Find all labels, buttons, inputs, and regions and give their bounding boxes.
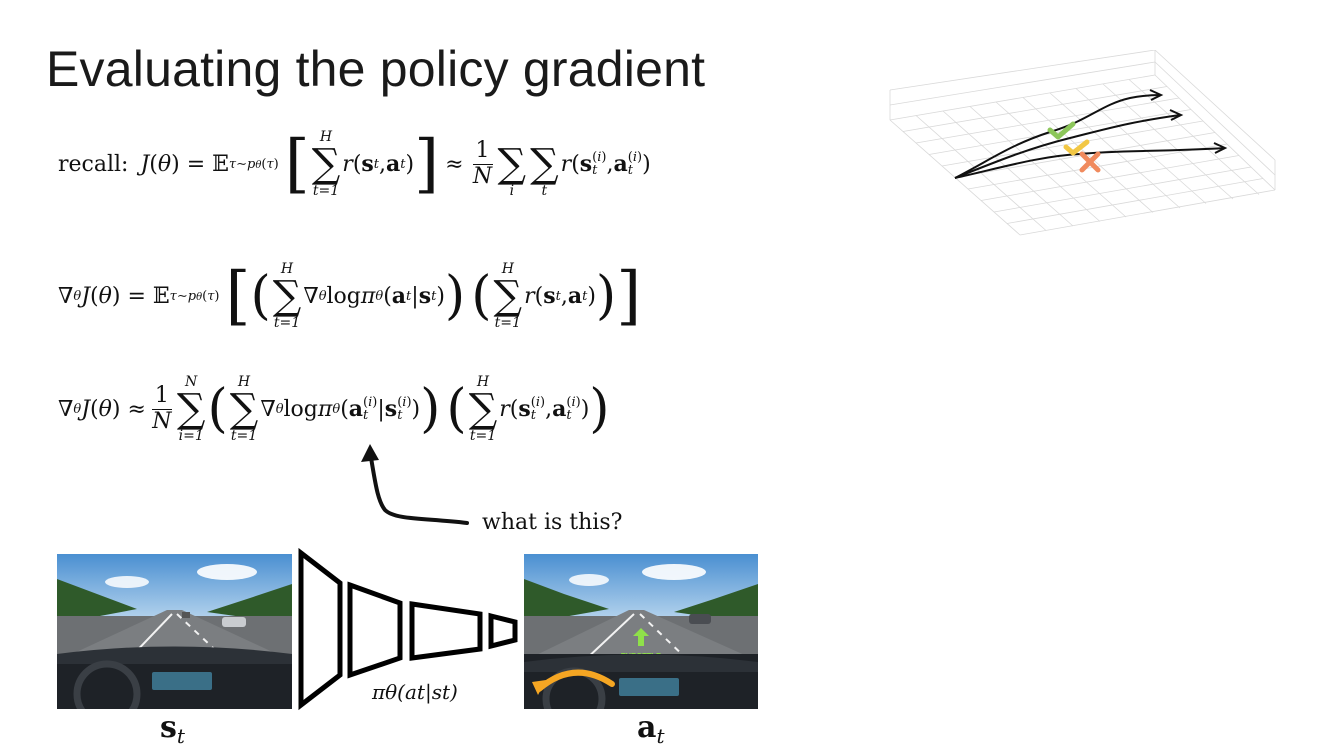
check-icon xyxy=(1047,121,1076,140)
cross-icon xyxy=(1079,151,1101,173)
state-symbol: st xyxy=(160,710,185,748)
check-icon xyxy=(1063,139,1090,156)
action-symbol: at xyxy=(637,710,665,748)
curved-arrow-icon xyxy=(361,444,469,525)
state-symbol-letter: s xyxy=(160,710,177,745)
slide-title: Evaluating the policy gradient xyxy=(46,41,706,97)
trajectory-plot xyxy=(889,50,1276,236)
recall-label: recall: xyxy=(58,151,129,177)
network-label: πθ(at|st) xyxy=(372,680,458,704)
state-image xyxy=(57,554,292,709)
state-symbol-subscript: t xyxy=(176,724,185,748)
action-image: THROTTLE xyxy=(524,554,758,709)
action-symbol-subscript: t xyxy=(656,724,665,748)
steering-arrow-icon xyxy=(532,669,615,695)
throttle-arrow-icon xyxy=(633,628,649,646)
action-symbol-letter: a xyxy=(637,710,657,745)
policy-network-diagram xyxy=(298,548,518,711)
annotation-text: what is this? xyxy=(482,510,623,535)
